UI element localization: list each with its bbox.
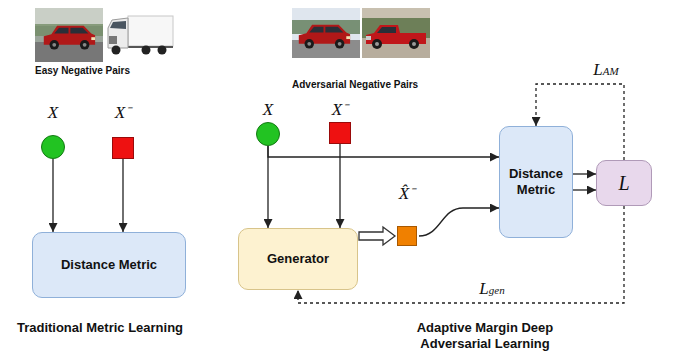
box-label: Distance Metric [61,257,157,273]
variable-label: X [255,100,281,120]
box-label: Generator [267,251,329,267]
negative-square: X⁻ [110,103,136,159]
suv-photo [292,8,360,58]
block-arrow [359,227,395,245]
distance-metric-box: Distance Metric [499,126,573,238]
arrow-connector [573,173,596,174]
variable-label: X⁻ [110,103,136,123]
loss-label: Lgen [478,279,505,300]
loss-label: LAM [592,60,619,81]
generator-box: Generator [238,228,358,290]
panel-caption: Adaptive Margin Deep Adversarial Learnin… [400,320,570,352]
negative-square: X⁻ [327,100,353,144]
box-label: Distance Metric [504,166,568,198]
distance-metric-box: Distance Metric [32,232,186,298]
sample-circle [256,122,280,146]
truck-photo [105,8,175,62]
suv-photo [35,8,103,62]
box-label: L [618,172,629,194]
loss-box: L [596,160,652,206]
arrow-connector [573,189,596,190]
variable-label: X [40,103,66,123]
variable-label: X̂⁻ [395,184,419,204]
photo-caption: Adversarial Negative Pairs [292,78,442,91]
sample-square [329,122,351,144]
generated-negative-square: X̂⁻ [395,184,419,246]
anchor-circle: X [40,103,66,159]
arrow-connector [52,159,53,232]
sample-square [397,226,417,246]
arrow-connector [419,208,499,236]
arrow-connector [339,144,340,228]
variable-label: X⁻ [327,100,353,120]
pickup-photo [362,8,430,58]
anchor-circle: X [255,100,281,146]
arrow-connector [267,146,268,228]
photo-caption: Easy Negative Pairs [35,64,175,77]
sample-circle [41,135,65,159]
arrow-connector [268,146,499,157]
arrow-connector [122,159,123,232]
panel-caption: Traditional Metric Learning [15,320,185,336]
sample-square [112,137,134,159]
